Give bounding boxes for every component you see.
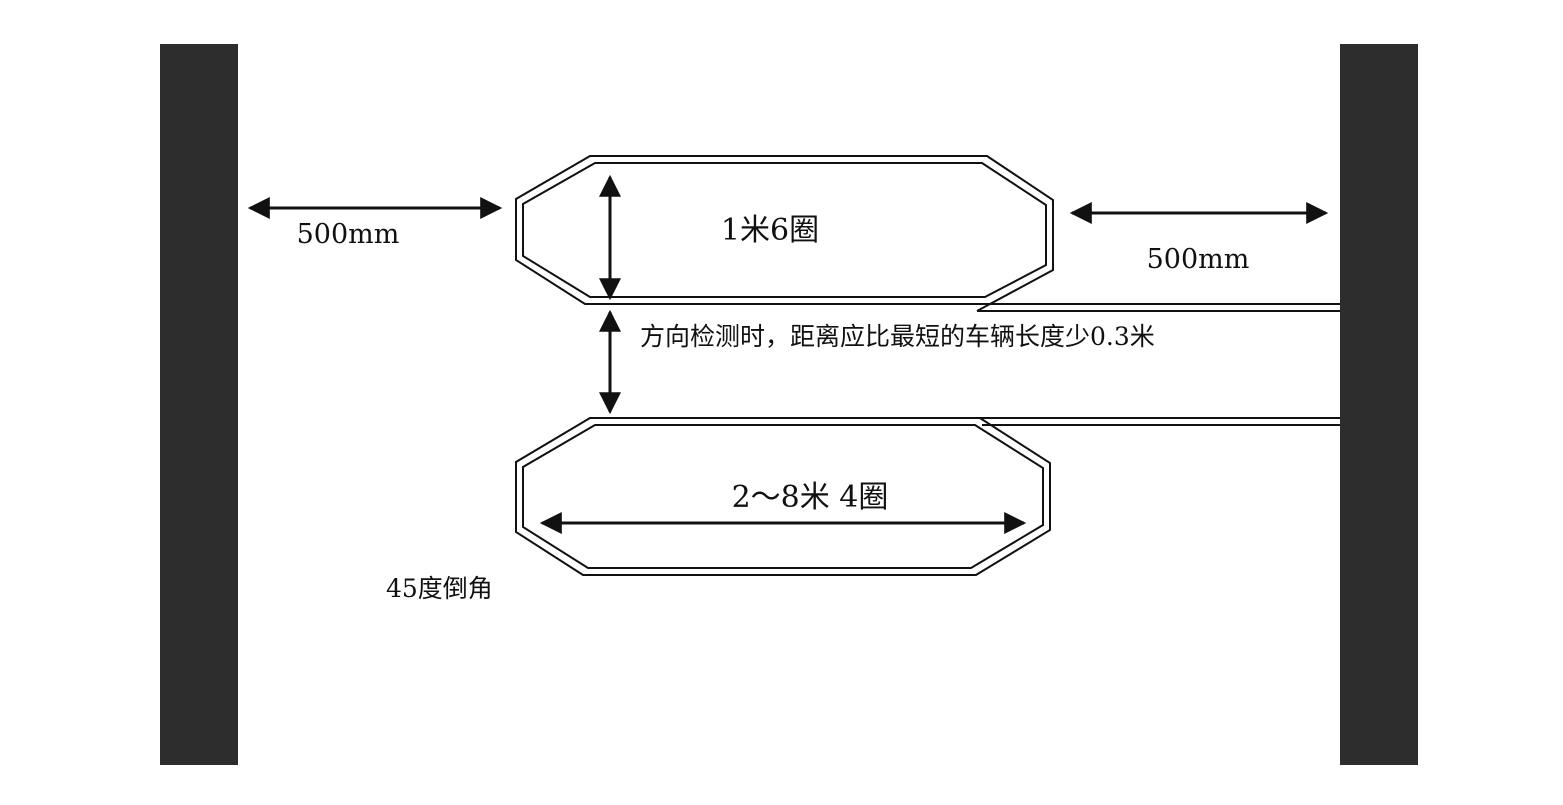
left-lane-pillar — [160, 44, 238, 765]
chamfer-note: 45度倒角 — [386, 574, 493, 603]
top-lead-cable — [976, 303, 1340, 312]
bottom-loop-coil — [515, 417, 1051, 576]
direction-note: 方向检测时，距离应比最短的车辆长度少0.3米 — [640, 322, 1155, 351]
left-gap-label: 500mm — [297, 219, 400, 250]
bottom-lead-cable — [590, 417, 1340, 426]
right-gap-label: 500mm — [1147, 244, 1250, 275]
right-lane-pillar — [1340, 44, 1418, 765]
top-loop-label: 1米6圈 — [721, 213, 819, 248]
bottom-loop-label: 2～8米 4圈 — [732, 480, 889, 515]
